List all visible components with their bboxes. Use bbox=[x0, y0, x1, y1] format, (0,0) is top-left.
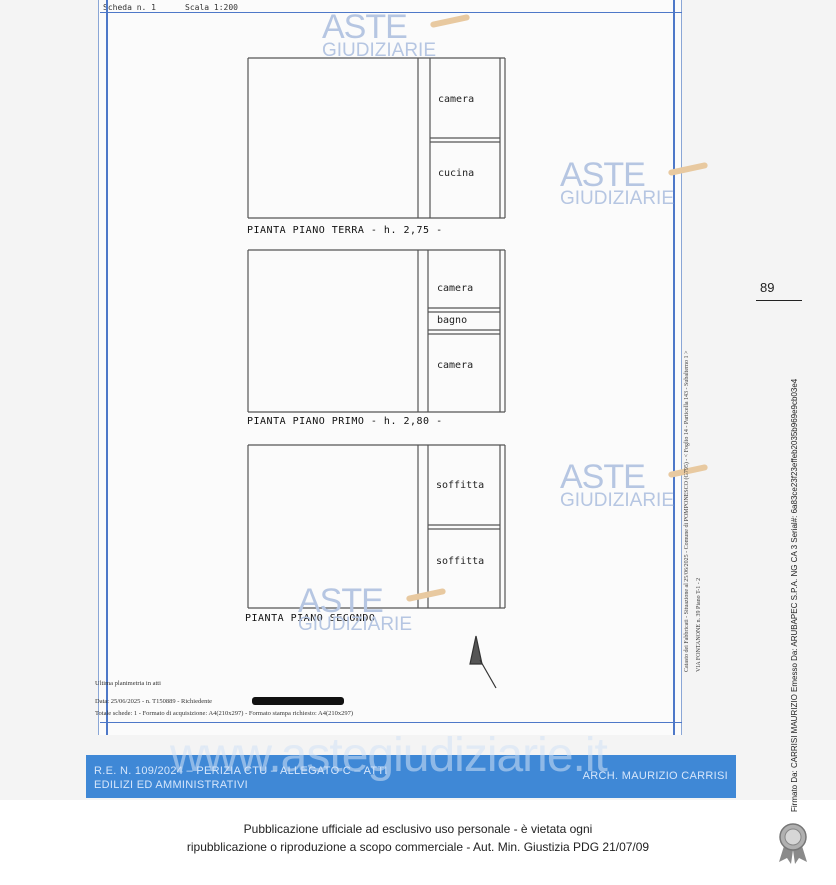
floor-label-first: PIANTA PIANO PRIMO - h. 2,80 - bbox=[247, 416, 443, 427]
sheet-number: Scheda n. 1 bbox=[103, 3, 156, 12]
room-label: camera bbox=[437, 360, 474, 371]
site-watermark: www.astegiudiziarie.it bbox=[170, 729, 608, 782]
frame-line-top bbox=[100, 12, 682, 13]
cadastral-side-text: Catasto dei Fabbricati - Situazione al 2… bbox=[684, 350, 690, 672]
page-number: 89 bbox=[760, 280, 775, 295]
footer-note-last-plan: Ultima planimetria in atti bbox=[95, 680, 161, 687]
publication-notice: Pubblicazione ufficiale ad esclusivo uso… bbox=[186, 822, 650, 854]
north-arrow-icon bbox=[469, 635, 497, 689]
floor-label-second: PIANTA PIANO SECONDO bbox=[245, 613, 376, 624]
banner-author: ARCH. MAURIZIO CARRISI bbox=[582, 770, 728, 782]
banner-title: R.E. N. 109/2024 – PERIZIA CTU – ALLEGAT… bbox=[94, 765, 388, 791]
room-label: cucina bbox=[438, 168, 475, 179]
frame-line-left bbox=[106, 0, 108, 735]
cadastral-side-text-address: VIA FONTANONE n. 39 Piano T-1 - 2 bbox=[696, 577, 702, 672]
frame-line-bottom bbox=[100, 722, 682, 723]
room-label: camera bbox=[437, 283, 474, 294]
digital-signature: Firmato Da: CARRISI MAURIZIO Emesso Da: … bbox=[790, 378, 799, 812]
report-banner: R.E. N. 109/2024 – PERIZIA CTU – ALLEGAT… bbox=[86, 755, 736, 798]
room-label: soffitta bbox=[436, 556, 485, 567]
floor-plan-sheet: Scheda n. 1 Scala 1:200 bbox=[98, 0, 682, 735]
footer-note-format: Totale schede: 1 - Formato di acquisizio… bbox=[95, 710, 354, 717]
certification-badge-icon bbox=[779, 823, 807, 864]
room-label: bagno bbox=[437, 315, 468, 326]
redaction-bar bbox=[252, 697, 344, 705]
footer-note-date: Data: 25/06/2025 - n. T150889 - Richiede… bbox=[95, 698, 213, 705]
page-number-rule bbox=[756, 300, 802, 301]
room-label: camera bbox=[438, 94, 475, 105]
floor-label-ground: PIANTA PIANO TERRA - h. 2,75 - bbox=[247, 225, 443, 236]
frame-line-right bbox=[673, 0, 675, 735]
sheet-scale: Scala 1:200 bbox=[185, 3, 238, 12]
room-label: soffitta bbox=[436, 480, 485, 491]
